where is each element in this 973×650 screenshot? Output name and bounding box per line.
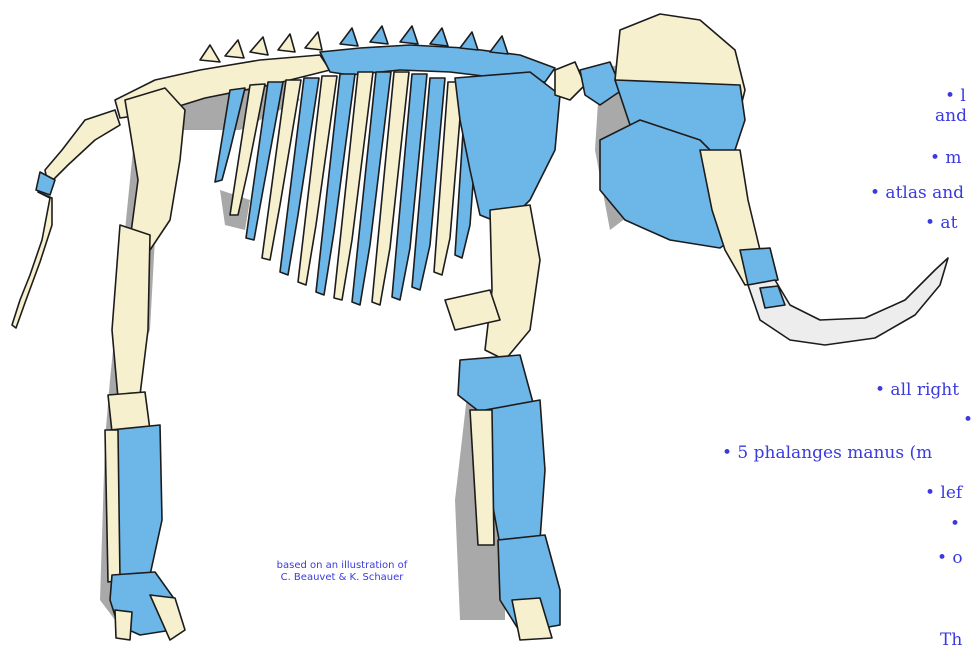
annotation-label-6: • [963,410,973,430]
credit-line-1: based on an illustration of [232,560,452,572]
illustration-credit: based on an illustration of C. Beauvet &… [232,560,452,584]
credit-line-2: C. Beauvet & K. Schauer [232,572,452,584]
annotation-label-9: • [950,514,960,534]
tail [12,110,120,328]
annotation-label-3: • atlas and [870,183,964,203]
annotation-label-8: • lef [925,483,962,503]
hind-leg [105,225,185,640]
skull [600,14,778,285]
annotation-label-1: • l [945,86,966,106]
annotation-label-10: • o [937,548,963,568]
annotation-label-11: Th [940,630,962,650]
annotation-label-1-cont: and [935,106,967,126]
annotation-label-2: • m [930,148,962,168]
annotation-label-7: • 5 phalanges manus (m [722,443,932,463]
ribcage [215,72,480,305]
annotation-label-4: • at [925,213,957,233]
annotation-label-5: • all right [875,380,959,400]
